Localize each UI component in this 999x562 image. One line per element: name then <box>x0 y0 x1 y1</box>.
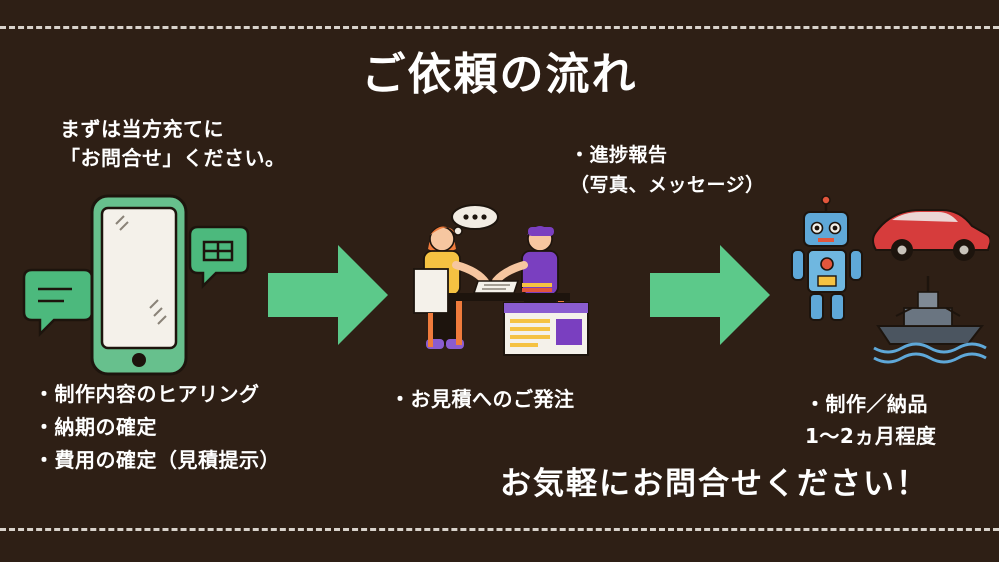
divider-top <box>0 26 999 29</box>
browser-window <box>503 302 589 356</box>
robot-model <box>791 195 863 321</box>
arrow-2 <box>650 245 770 345</box>
step3-illustration <box>780 180 990 370</box>
closing-message: お気軽にお問合せください！ <box>500 466 929 502</box>
thought-bubble <box>451 204 499 236</box>
step1-lead-text: まずは当方充てに 「お問合せ」ください。 <box>60 117 286 170</box>
chat-bubble-left <box>22 268 94 338</box>
step2-illustration <box>400 195 610 375</box>
divider-bottom <box>0 528 999 531</box>
arrow-1 <box>268 245 388 345</box>
classic-car-model <box>872 209 990 261</box>
step3-progress-note: ・進捗報告 （写真、メッセージ） <box>570 144 765 197</box>
smartphone-icon <box>90 194 188 376</box>
chat-bubble-right <box>188 225 250 290</box>
battleship-model <box>873 276 987 364</box>
step3-caption: ・制作／納品 1〜2ヵ月程度 <box>805 392 937 448</box>
page-title: ご依頼の流れ <box>361 49 638 100</box>
step2-caption: ・お見積へのご発注 <box>390 387 575 411</box>
step1-caption: ・制作内容のヒアリング ・納期の確定 ・費用の確定（見積提示） <box>34 382 280 472</box>
step1-illustration <box>20 190 250 380</box>
